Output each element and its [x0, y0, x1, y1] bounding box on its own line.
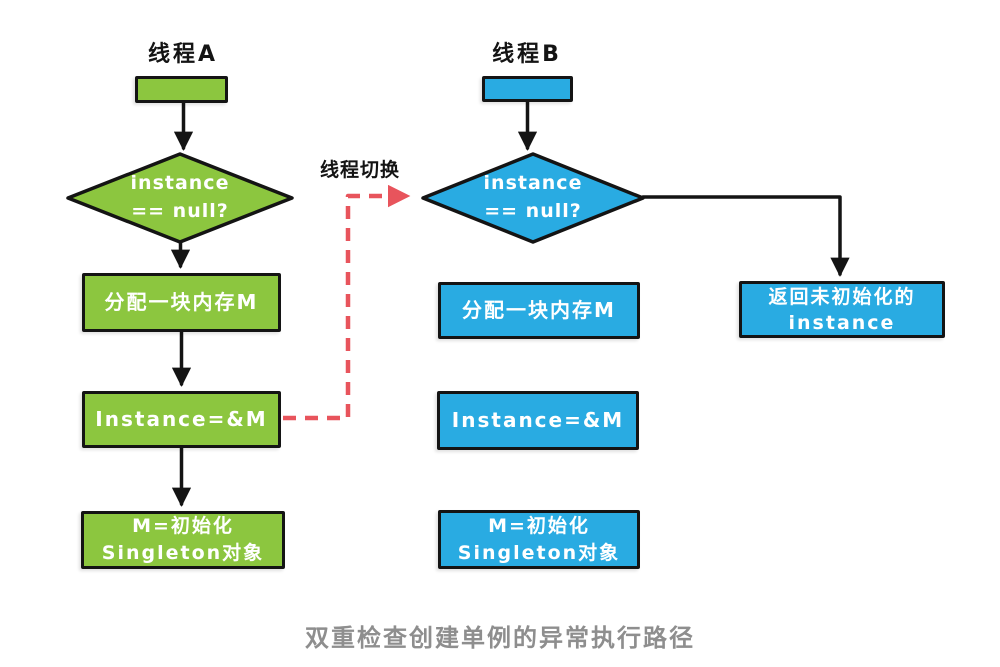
thread-a-decision-label: instance == null? — [130, 172, 230, 222]
thread-a-title: 线程A — [147, 42, 219, 67]
thread-b-return-box: 返回未初始化的 instance — [739, 281, 945, 338]
thread-switch-arrow — [283, 184, 411, 421]
thread-b-decision-label: instance == null? — [483, 172, 583, 222]
thread-switch-label: 线程切换 — [319, 159, 400, 181]
diagram-caption: 双重检查创建单例的异常执行路径 — [305, 624, 695, 652]
thread-b-init-box: M=初始化 Singleton对象 — [438, 510, 640, 569]
thread-a-decision-diamond — [66, 152, 294, 244]
thread-a-start-node — [135, 76, 228, 103]
thread-b-title: 线程B — [492, 42, 562, 67]
arrow-b-decision-to-return — [641, 195, 850, 277]
thread-b-assign-box: Instance=&M — [437, 391, 639, 450]
thread-a-assign-box: Instance=&M — [82, 391, 281, 448]
thread-b-decision-diamond — [421, 152, 645, 244]
thread-a-init-box: M=初始化 Singleton对象 — [81, 511, 285, 569]
thread-b-alloc-box: 分配一块内存M — [438, 282, 640, 339]
thread-a-alloc-box: 分配一块内存M — [82, 273, 281, 332]
thread-b-start-node — [482, 76, 573, 102]
